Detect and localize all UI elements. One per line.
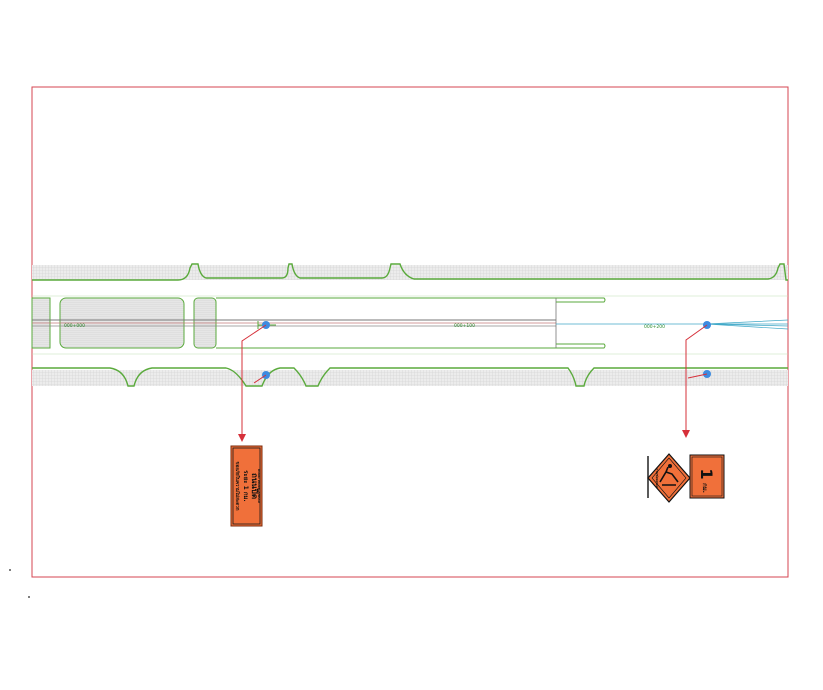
road-closed-sign[interactable]: ถนนปิด ระยะ 1 กม. ขออภัยในความไม่สะดวก R… <box>230 445 263 527</box>
worker-icon <box>659 466 679 486</box>
work-ahead-diamond-sign[interactable]: งานซ่อมถนน <box>647 453 691 503</box>
sign-left-line3: ขออภัยในความไม่สะดวก <box>234 462 241 511</box>
bottom-curb-line <box>32 367 788 387</box>
top-sidewalk <box>32 265 788 280</box>
station-label-3: 000+200 <box>644 324 665 330</box>
leader-arrow-left <box>238 434 246 442</box>
bottom-sidewalk <box>32 370 788 386</box>
distance-unit: กม. <box>701 483 708 493</box>
scan-dot-2 <box>28 596 30 598</box>
leader-line-right <box>685 324 708 432</box>
sign-left-small: ROAD WORK AHEAD <box>257 469 261 503</box>
median-taper-bottom <box>556 343 606 349</box>
distance-plate-sign[interactable]: 1 กม. <box>689 454 725 499</box>
station-label-2: 000+100 <box>454 323 475 329</box>
sign-left-line2: ระยะ 1 กม. <box>242 470 249 501</box>
leader-arrow-right <box>682 430 690 438</box>
sign-left-line1: ถนนปิด <box>250 473 259 499</box>
distance-value: 1 <box>697 468 716 479</box>
cyan-fan-lines <box>705 319 789 330</box>
median-taper-top <box>556 297 606 303</box>
scan-dot-1 <box>9 569 11 571</box>
worker-head-icon <box>668 464 672 468</box>
station-label-1: 000+000 <box>64 323 85 329</box>
diamond-sign-label: งานซ่อมถนน <box>655 468 659 488</box>
leader-line-left <box>241 324 267 437</box>
median-outline <box>216 297 556 349</box>
top-curb-line <box>32 263 788 281</box>
